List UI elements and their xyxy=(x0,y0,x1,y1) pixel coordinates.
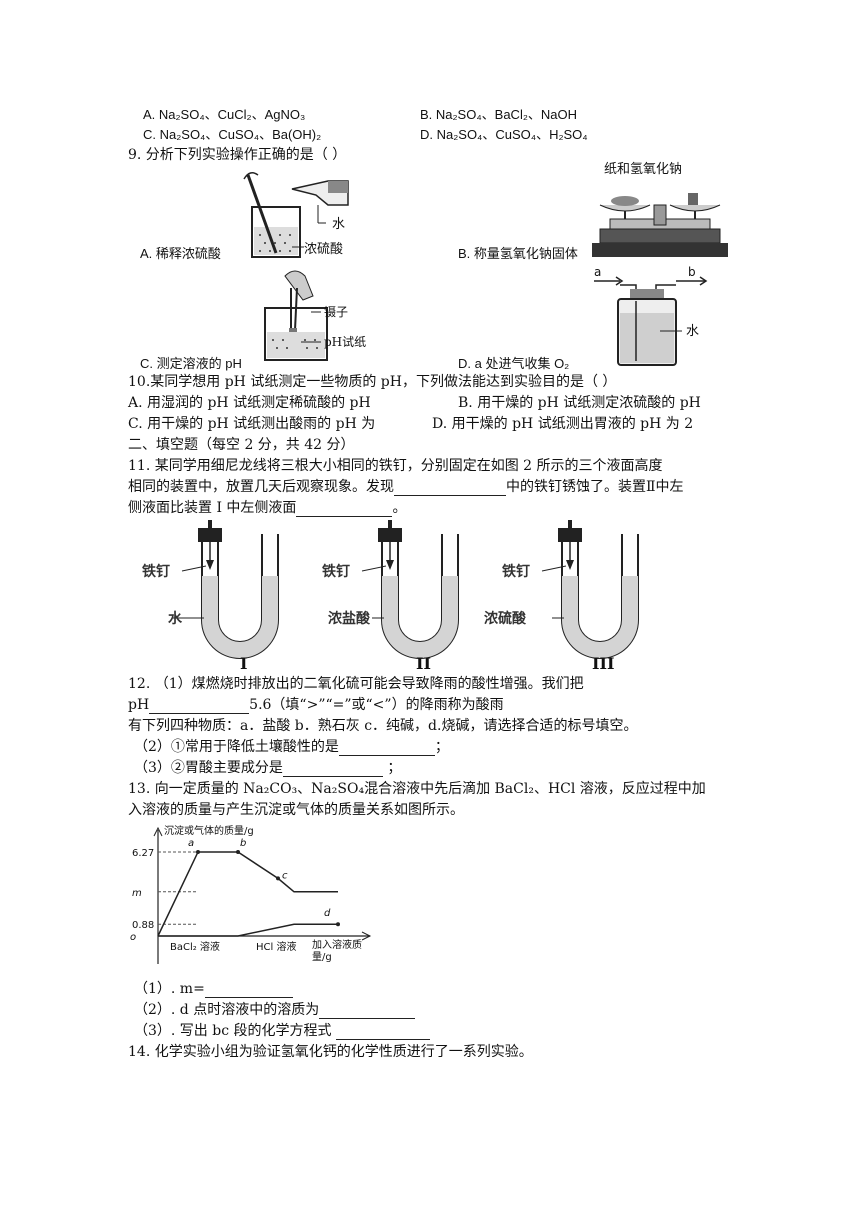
label-a: a xyxy=(594,265,602,279)
tube3-numeral: III xyxy=(592,654,615,673)
figure-u-tubes xyxy=(172,520,639,659)
q10-stem: 10.某同学想用 pH 试纸测定一些物质的 pH，下列做法能达到实验目的是（ ） xyxy=(128,374,617,390)
series-line-0 xyxy=(157,851,338,937)
figure-ph-test xyxy=(264,270,328,361)
series-line-1 xyxy=(158,923,338,937)
q11-line3: 侧液面比装置 I 中左侧液面。 xyxy=(128,500,407,517)
label-water-bottle: 水 xyxy=(686,324,700,339)
q12-blank-1[interactable] xyxy=(149,699,250,714)
q12-line1: 12. （1）煤燃烧时排放出的二氧化硫可能会导致降雨的酸性增强。我们把 xyxy=(128,676,584,692)
q11-line2: 相同的装置中，放置几天后观察现象。发现中的铁钉锈蚀了。装置Ⅱ中左 xyxy=(128,479,684,496)
q11-blank-1[interactable] xyxy=(394,481,506,496)
x-tick-bacl2: BaCl₂ 溶液 xyxy=(170,940,220,953)
q8-option-d: D. Na₂SO₄、CuSO₄、H₂SO₄ xyxy=(420,127,588,142)
q13-line1: 13. 向一定质量的 Na₂CO₃、Na₂SO₄混合溶液中先后滴加 BaCl₂、… xyxy=(128,781,706,797)
label-conc-acid: 浓硫酸 xyxy=(304,242,344,257)
tube1-nail-label: 铁钉 xyxy=(142,564,170,580)
q10-option-b: B. 用干燥的 pH 试纸测定浓硫酸的 pH xyxy=(458,395,701,411)
q10-option-d: D. 用干燥的 pH 试纸测出胃液的 pH 为 2 xyxy=(432,416,694,432)
q12-line5: （3）②胃酸主要成分是 ； xyxy=(134,760,402,777)
tube3-liquid-label: 浓硫酸 xyxy=(484,611,526,627)
q13-line2: 入溶液的质量与产生沉淀或气体的质量关系如图所示。 xyxy=(128,802,464,818)
q9-stem: 9. 分析下列实验操作正确的是（ ） xyxy=(128,147,347,163)
figure-dilute-acid xyxy=(243,172,349,258)
x-axis-arrow xyxy=(361,931,372,941)
x-axis-label: 加入溶液质量/g xyxy=(312,940,362,963)
label-tweezers: 镊子 xyxy=(324,305,349,319)
label-ph-paper: pH试纸 xyxy=(324,335,367,349)
q13-blank-3[interactable] xyxy=(335,1025,430,1040)
q13-sub2: （2）. d 点时溶液中的溶质为 xyxy=(134,1001,416,1019)
tube2-numeral: II xyxy=(416,654,431,673)
y-axis-label: 沉淀或气体的质量/g xyxy=(164,824,254,837)
q12-line4: （2）①常用于降低土壤酸性的是； xyxy=(134,739,449,756)
q12-line3: 有下列四种物质：a．盐酸 b．熟石灰 c．纯碱，d.烧碱，请选择合适的标号填空。 xyxy=(128,718,638,734)
q8-option-c: C. Na₂SO₄、CuSO₄、Ba(OH)₂ xyxy=(143,127,322,142)
q9-option-d: D. a 处进气收集 O₂ xyxy=(458,356,570,371)
figure-mass-chart: 沉淀或气体的质量/g o 6.27 m 0.88 a b c d BaCl₂ 溶液 HCl … xyxy=(130,824,372,964)
q10-option-a: A. 用湿润的 pH 试纸测定稀硫酸的 pH xyxy=(128,395,371,411)
y-axis-arrow xyxy=(153,826,163,837)
tube3-nail-label: 铁钉 xyxy=(502,564,530,580)
figure-gas-bottle xyxy=(594,276,708,366)
q8-option-b: B. Na₂SO₄、BaCl₂、NaOH xyxy=(420,107,577,122)
q13-blank-1[interactable] xyxy=(204,983,293,998)
label-paper-naoh: 纸和氢氧化钠 xyxy=(604,161,683,176)
q13-blank-2[interactable] xyxy=(319,1004,416,1019)
point-b xyxy=(236,849,240,854)
point-label-a: a xyxy=(188,838,194,849)
origin-label: o xyxy=(130,932,136,943)
x-tick-hcl: HCl 溶液 xyxy=(256,940,296,953)
tube2-liquid-label: 浓盐酸 xyxy=(328,611,370,627)
tube1-liquid-label: 水 xyxy=(168,611,182,627)
point-c xyxy=(276,876,280,881)
q12-blank-2[interactable] xyxy=(338,741,435,756)
point-label-d: d xyxy=(324,908,331,919)
q11-line1: 11. 某同学用细尼龙线将三根大小相同的铁钉，分别固定在如图 2 所示的三个液面… xyxy=(128,458,663,474)
point-d xyxy=(336,922,340,927)
q14-stem: 14. 化学实验小组为验证氢氧化钙的化学性质进行了一系列实验。 xyxy=(128,1044,533,1060)
q12-blank-3[interactable] xyxy=(282,762,383,777)
q11-blank-2[interactable] xyxy=(296,502,393,517)
point-label-c: c xyxy=(282,870,288,881)
q9-option-a: A. 稀释浓硫酸 xyxy=(140,246,221,261)
point-a xyxy=(196,849,200,854)
section-title: 二、填空题（每空 2 分，共 42 分） xyxy=(128,437,355,453)
point-label-b: b xyxy=(240,838,246,849)
label-water: 水 xyxy=(332,217,346,232)
q9-option-c: C. 测定溶液的 pH xyxy=(140,356,242,371)
label-b: b xyxy=(688,265,696,279)
y-tick-label-2: 0.88 xyxy=(132,920,154,931)
q8-option-a: A. Na₂SO₄、CuCl₂、AgNO₃ xyxy=(143,107,306,122)
q9-option-b: B. 称量氢氧化钠固体 xyxy=(458,246,578,261)
tube1-numeral: I xyxy=(240,654,248,673)
tube2-nail-label: 铁钉 xyxy=(322,564,350,580)
q13-sub3: （3）. 写出 bc 段的化学方程式 xyxy=(134,1022,430,1040)
y-tick-label-1: m xyxy=(132,888,142,899)
q10-option-c: C. 用干燥的 pH 试纸测出酸雨的 pH 为 xyxy=(128,416,376,432)
figure-balance xyxy=(592,193,728,257)
q13-sub1: （1）. m= xyxy=(134,980,293,998)
y-tick-label-0: 6.27 xyxy=(132,848,154,859)
